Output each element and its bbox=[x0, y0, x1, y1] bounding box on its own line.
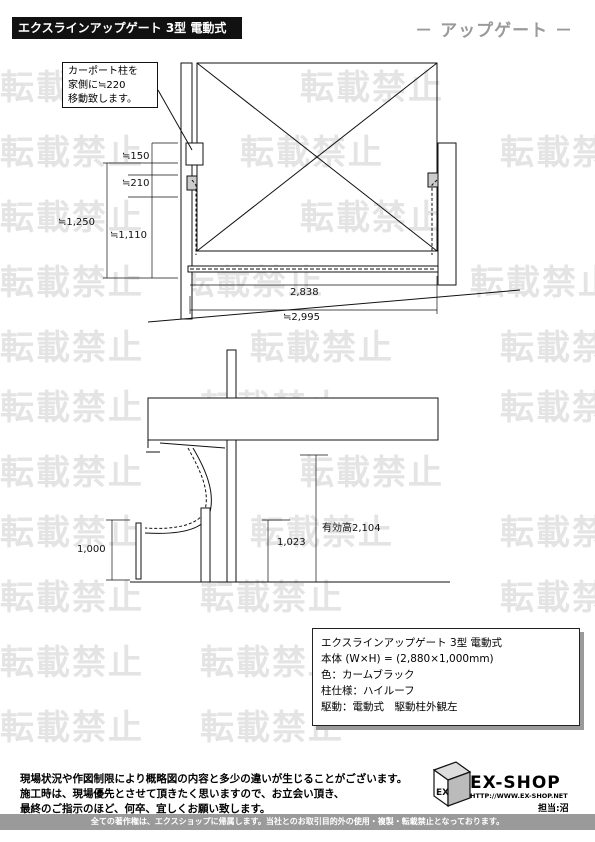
watermark-text: 転載禁止 bbox=[470, 263, 595, 303]
footer-note-3: 最終のご指示のほど、何卒、宜しくお願い致します。 bbox=[20, 803, 271, 815]
brand-url: HTTP://WWW.EX-SHOP.NET bbox=[470, 792, 568, 800]
watermark-text: 転載禁止 bbox=[0, 708, 144, 748]
right-arm-dashed bbox=[431, 179, 438, 255]
dim-2104: 有効高2,104 bbox=[322, 523, 381, 534]
watermark-text: 転載禁止 bbox=[300, 453, 444, 493]
spec-line-drive: 駆動：電動式 駆動柱外観左 bbox=[321, 701, 458, 713]
note-leader bbox=[157, 89, 193, 151]
footer-note-2: 施工時は、現場優先とさせて頂きたく思いますので、お立会い頂き、 bbox=[20, 788, 345, 800]
dim-1250: ≒1,250 bbox=[58, 217, 96, 228]
spec-line-post: 柱仕様：ハイルーフ bbox=[321, 685, 415, 697]
watermark-text: 転載禁止 bbox=[0, 328, 144, 368]
person-in-charge: 担当:沼 bbox=[538, 804, 569, 814]
watermark-text: 転載禁止 bbox=[0, 263, 144, 303]
watermark-text: 転載禁止 bbox=[300, 68, 444, 108]
dim-2995: ≒2,995 bbox=[283, 312, 321, 323]
arm-curve-dashed bbox=[144, 447, 207, 529]
footer-note-1: 現場状況や作図制限により概略図の内容と多少の違いが生じることがございます。 bbox=[20, 773, 408, 785]
dim-1110: ≒1,110 bbox=[110, 230, 148, 241]
brand-name: EX-SHOP bbox=[470, 773, 561, 793]
note-line-3: 移動致します。 bbox=[68, 94, 137, 105]
watermark-text: 転載禁止 bbox=[0, 198, 144, 238]
dim-2838: 2,838 bbox=[290, 287, 319, 298]
watermark-text: 転載禁止 bbox=[200, 578, 344, 618]
left-arm-dashed bbox=[191, 179, 197, 255]
copyright-bar: 全ての著作権は、エクスショップに帰属します。当社とのお取引目的外の使用・複製・転… bbox=[0, 814, 595, 830]
watermark-text: 転載禁止 bbox=[0, 643, 144, 683]
category-label: － アップゲート － bbox=[415, 21, 573, 41]
watermark-text: 転載禁止 bbox=[0, 388, 144, 428]
dim-1023: 1,023 bbox=[277, 537, 306, 548]
gate-edge bbox=[135, 522, 142, 580]
note-line-1: カーポート柱を bbox=[68, 66, 138, 77]
watermark-text: 転載禁止 bbox=[500, 328, 595, 368]
watermark-text: 転載禁止 bbox=[500, 133, 595, 173]
spec-line-color: 色：カームブラック bbox=[321, 669, 415, 681]
watermark-text: 転載禁止 bbox=[500, 578, 595, 618]
page-title: エクスラインアップゲート 3型 電動式 bbox=[12, 17, 242, 39]
carport-roof bbox=[147, 397, 439, 441]
dim-1000: 1,000 bbox=[77, 544, 106, 555]
drive-post bbox=[200, 507, 211, 583]
watermark-text: 転載禁止 bbox=[0, 578, 144, 618]
left-hinge bbox=[186, 175, 198, 191]
note-line-2: 家側に≒220 bbox=[68, 80, 126, 91]
arm-top bbox=[159, 442, 226, 449]
watermark-text: 転載禁止 bbox=[250, 328, 394, 368]
side-post bbox=[226, 349, 237, 583]
dim-150: ≒150 bbox=[122, 151, 150, 162]
svg-text:EX: EX bbox=[436, 788, 449, 798]
dim-210: ≒210 bbox=[122, 178, 150, 189]
carport-post-box bbox=[185, 142, 204, 166]
spec-line-size: 本体 (W×H) = (2,880×1,000mm) bbox=[321, 653, 494, 665]
watermark-text: 転載禁止 bbox=[0, 133, 144, 173]
watermark-text: 転載禁止 bbox=[300, 198, 444, 238]
watermark-text: 転載禁止 bbox=[500, 513, 595, 553]
footer-notes: 現場状況や作図制限により概略図の内容と多少の違いが生じることがございます。 施工… bbox=[20, 772, 407, 817]
right-hinge bbox=[427, 172, 439, 188]
watermark-text: 転載禁止 bbox=[0, 453, 144, 493]
watermark-text: 転載禁止 bbox=[500, 388, 595, 428]
left-post bbox=[180, 62, 193, 320]
ex-shop-logo-icon: EX bbox=[432, 761, 472, 808]
gate-cross-line-2 bbox=[196, 62, 438, 252]
spec-box: エクスラインアップゲート 3型 電動式 本体 (W×H) = (2,880×1,… bbox=[312, 628, 580, 726]
ground-line bbox=[147, 289, 521, 323]
right-post bbox=[437, 142, 457, 286]
spec-line-product: エクスラインアップゲート 3型 電動式 bbox=[321, 637, 503, 649]
relocation-note: カーポート柱を 家側に≒220 移動致します。 bbox=[62, 62, 158, 108]
watermark-text: 転載禁止 bbox=[240, 133, 384, 173]
